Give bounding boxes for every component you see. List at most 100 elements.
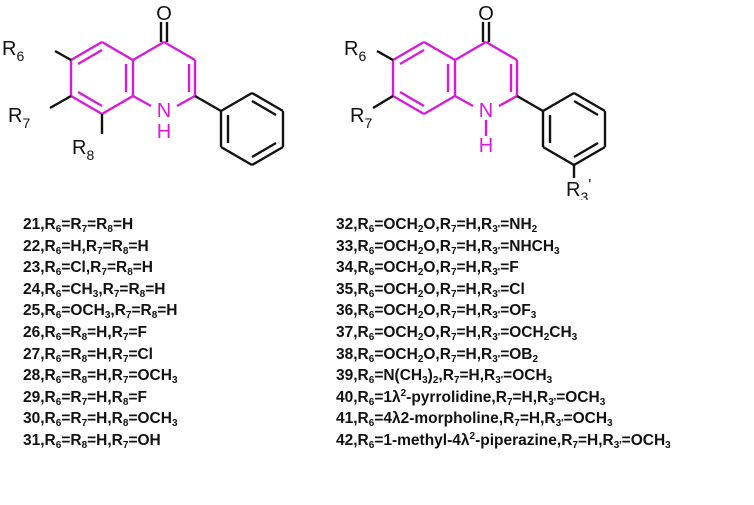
compound-number: 42 xyxy=(336,431,354,449)
formula-part: 6 xyxy=(368,353,375,365)
formula-part: =R xyxy=(87,216,108,233)
formula-part: ,R xyxy=(353,388,369,406)
formula-part: 3 xyxy=(665,439,671,451)
formula-part: =H,R xyxy=(456,237,493,255)
formula-part: 2 xyxy=(543,331,550,343)
formula-part: =R xyxy=(61,410,82,428)
formula-part: =F xyxy=(128,323,147,341)
formula-part: =OCH xyxy=(563,410,608,428)
formula-part: ,R xyxy=(40,431,56,449)
formula-part: ,R xyxy=(353,367,369,385)
formula-part: O,R xyxy=(423,323,451,341)
formula-part: 3 xyxy=(92,288,99,300)
formula-part: 6 xyxy=(368,418,375,430)
formula-part: ) xyxy=(427,367,433,385)
compound-number: 21 xyxy=(23,216,41,233)
right-substituent-bonds xyxy=(372,49,576,178)
formula-part: 8 xyxy=(122,245,129,257)
formula-part: =H xyxy=(145,280,166,298)
compound-number: 38 xyxy=(336,345,354,363)
compound-number: 22 xyxy=(23,237,41,255)
formula-part: 7 xyxy=(122,353,129,365)
formula-part: 7 xyxy=(506,396,513,408)
right-oxygen-label: O xyxy=(478,3,494,25)
formula-part: 3 xyxy=(171,418,178,430)
formula-part: =F xyxy=(500,259,519,277)
formula-part: ,R xyxy=(353,410,369,428)
formula-part: =H,R xyxy=(456,216,493,233)
formula-part: 6 xyxy=(368,245,375,257)
formula-part: =R xyxy=(61,367,82,385)
formula-part: 8 xyxy=(81,331,88,343)
compound-number: 23 xyxy=(23,259,41,277)
formula-part: ,R xyxy=(40,345,56,363)
formula-part: =OCH xyxy=(374,280,418,298)
formula-part: 6 xyxy=(55,310,62,322)
left-substituent-bonds xyxy=(49,49,222,134)
formula-part: ,R xyxy=(40,280,56,298)
formula-part: 7 xyxy=(125,310,132,322)
left-r8-label: R8 xyxy=(72,137,94,163)
left-pyridone-ring xyxy=(132,40,197,108)
formula-part: 8 xyxy=(81,375,88,387)
left-carbonyl xyxy=(159,22,169,42)
formula-part: =R xyxy=(61,345,82,363)
formula-part: =OCH xyxy=(556,388,600,406)
formula-part: =R xyxy=(131,302,152,320)
compound-number: 25 xyxy=(23,302,41,320)
formula-part: =H,R xyxy=(87,367,123,385)
structures-svg: O N H R6 R7 R8 xyxy=(2,3,607,200)
formula-part: 6 xyxy=(55,245,62,257)
formula-part: 6 xyxy=(55,418,62,430)
formula-part: O,R xyxy=(423,216,451,233)
formula-part: ,R xyxy=(353,259,369,277)
formula-part: 7 xyxy=(514,418,520,430)
formula-part: 6 xyxy=(368,331,375,343)
right-r7-label: R7 xyxy=(350,105,372,131)
formula-part: -pyrrolidine,R xyxy=(406,388,507,406)
formula-part: 3 xyxy=(607,418,613,430)
formula-part: 6 xyxy=(55,331,62,343)
formula-part: =H,R xyxy=(87,431,123,449)
formula-part: =Cl xyxy=(500,280,525,298)
compound-entry: 39,R6=N(CH3)2,R7=H,R3'=OCH3 xyxy=(336,365,671,387)
formula-part: =H,R xyxy=(512,388,549,406)
formula-part: 2 xyxy=(400,387,407,399)
formula-part: =OCH xyxy=(374,323,418,341)
compound-entry: 28,R6=R8=H,R7=OCH3 xyxy=(23,365,178,387)
compound-number: 33 xyxy=(336,237,354,255)
formula-part: 7 xyxy=(450,267,457,279)
formula-part: =R xyxy=(61,431,82,449)
formula-part: 7 xyxy=(81,418,88,430)
right-nh-hydrogen-label: H xyxy=(479,135,493,157)
formula-part: =NHCH xyxy=(500,237,555,255)
compound-number: 31 xyxy=(23,431,41,449)
formula-part: =R xyxy=(102,237,123,255)
formula-part: 6 xyxy=(55,439,62,451)
compound-number: 40 xyxy=(336,388,354,406)
formula-part: ,R xyxy=(353,431,369,449)
compound-entry: 36,R6=OCH2O,R7=H,R3'=OF3 xyxy=(336,300,671,322)
right-nitrogen-label: N xyxy=(479,100,493,122)
formula-part: 3' xyxy=(555,418,564,430)
left-molecule: O N H R6 R7 R8 xyxy=(2,3,285,167)
formula-part: =OCH xyxy=(128,410,172,428)
formula-part: =OB xyxy=(500,345,533,363)
formula-part: ,R xyxy=(40,216,56,233)
formula-part: =H,R xyxy=(61,237,98,255)
compound-entry: 40,R6=1λ2-pyrrolidine,R7=H,R3'=OCH3 xyxy=(336,387,671,409)
compound-number: 35 xyxy=(336,280,354,298)
formula-part: =H,R xyxy=(87,323,123,341)
formula-part: =H,R xyxy=(456,280,493,298)
compound-entry: 35,R6=OCH2O,R7=H,R3'=Cl xyxy=(336,279,671,301)
compound-entry: 21,R6=R7=R8=H xyxy=(23,214,178,236)
formula-part: ,R xyxy=(353,216,369,233)
formula-part: =H,R xyxy=(519,410,556,428)
formula-part: 2 xyxy=(417,353,424,365)
formula-part: =H,R xyxy=(456,345,493,363)
formula-part: 7 xyxy=(572,439,578,451)
formula-part: 6 xyxy=(55,375,62,387)
compound-entry: 30,R6=R7=H,R8=OCH3 xyxy=(23,408,178,430)
formula-part: =NH xyxy=(500,216,532,233)
